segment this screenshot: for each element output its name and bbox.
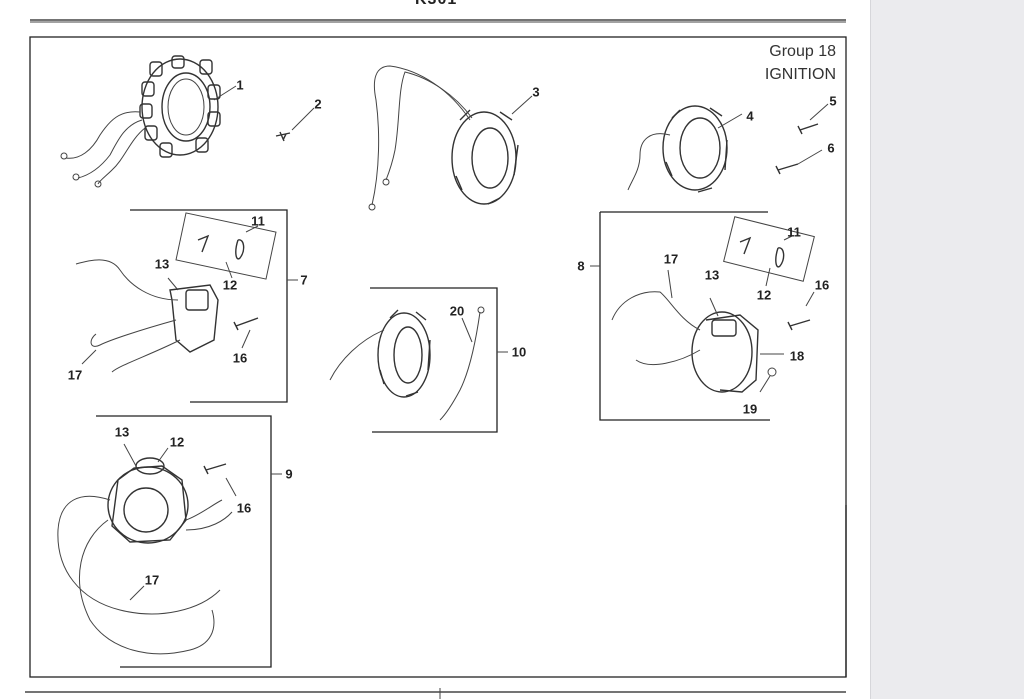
assembly-10 xyxy=(329,287,508,433)
group-number: Group 18 xyxy=(769,43,836,60)
part-3-stator xyxy=(368,65,533,211)
assembly-7 xyxy=(75,209,298,403)
callout-20: 20 xyxy=(449,303,465,319)
part-4-stator xyxy=(627,105,743,193)
parts-diagram-page: K301 xyxy=(25,0,847,699)
callout-7: 7 xyxy=(300,272,308,288)
callout-13-assembly-9: 13 xyxy=(114,424,130,440)
diagram-drawing xyxy=(25,19,847,699)
callout-8: 8 xyxy=(577,258,585,274)
callout-19: 19 xyxy=(742,401,758,417)
group-name: IGNITION xyxy=(764,66,836,83)
viewer-sidebar xyxy=(870,0,1024,699)
diagram-frame xyxy=(29,36,847,678)
callout-10: 10 xyxy=(511,344,527,360)
part-2-screw xyxy=(275,107,315,142)
callout-4: 4 xyxy=(746,108,754,124)
callout-13-assembly-8: 13 xyxy=(704,267,720,283)
callout-3: 3 xyxy=(532,84,540,100)
callout-9: 9 xyxy=(285,466,293,482)
callout-11-assembly-7: 11 xyxy=(251,213,265,229)
callout-16-assembly-7: 16 xyxy=(232,350,248,366)
callout-6: 6 xyxy=(827,140,835,156)
callout-12-assembly-8: 12 xyxy=(756,287,772,303)
callout-17-assembly-7: 17 xyxy=(67,367,83,383)
assembly-8 xyxy=(590,211,815,421)
callout-5: 5 xyxy=(829,93,837,109)
callout-17-assembly-9: 17 xyxy=(144,572,160,588)
part-5-bolt xyxy=(797,103,829,135)
callout-12-assembly-9: 12 xyxy=(169,434,185,450)
callout-17-assembly-8: 17 xyxy=(663,251,679,267)
callout-1: 1 xyxy=(236,77,244,93)
model-code-header: K301 xyxy=(415,0,457,9)
assembly-9 xyxy=(57,415,282,668)
callout-16-assembly-9: 16 xyxy=(236,500,252,516)
callout-2: 2 xyxy=(314,96,322,112)
group-heading: Group 18 IGNITION xyxy=(765,40,836,86)
part-1-stator xyxy=(60,55,237,188)
part-6-bolt xyxy=(775,149,823,175)
callout-11-assembly-8: 11 xyxy=(787,224,801,240)
callout-13-assembly-7: 13 xyxy=(154,256,170,272)
callout-16-assembly-8: 16 xyxy=(814,277,830,293)
callout-12-assembly-7: 12 xyxy=(222,277,238,293)
callout-18: 18 xyxy=(789,348,805,364)
